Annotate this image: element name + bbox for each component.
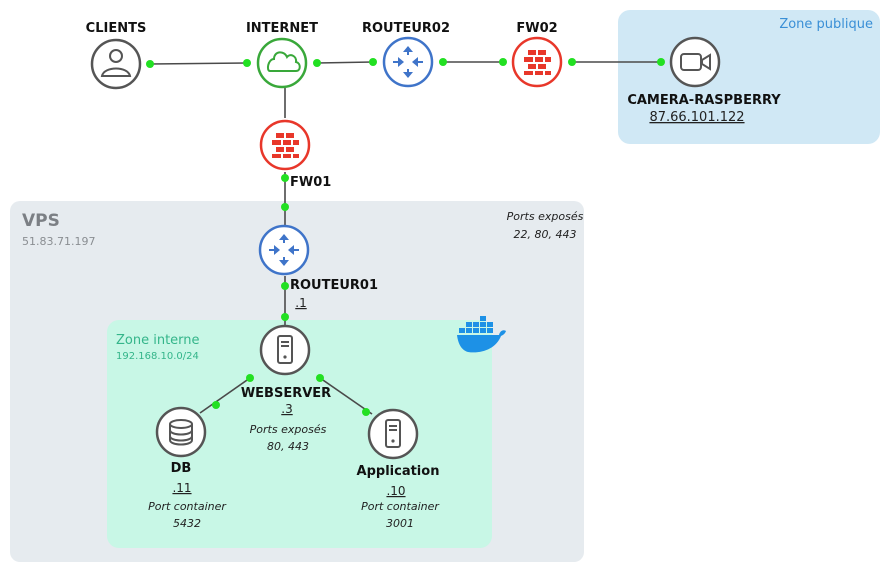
- connector-dots: [146, 58, 665, 416]
- routeur02-node[interactable]: [382, 36, 434, 88]
- application-node[interactable]: [367, 408, 419, 460]
- webserver-node[interactable]: [259, 324, 311, 376]
- zone-publique-label: Zone publique: [779, 17, 873, 32]
- connector-dot: [246, 374, 254, 382]
- fw01-label: FW01: [290, 175, 331, 190]
- server-icon: [277, 335, 293, 364]
- fw02-node[interactable]: [511, 36, 563, 88]
- db-node[interactable]: [155, 406, 207, 458]
- connector-dot: [281, 313, 289, 321]
- zone-interne: [107, 320, 492, 548]
- routeur01-node[interactable]: [258, 224, 310, 276]
- fw02-label: FW02: [516, 21, 557, 36]
- link-webserver-application: [319, 377, 373, 415]
- db-ip: .11: [172, 481, 191, 495]
- connector-dot: [439, 58, 447, 66]
- connector-dot: [212, 401, 220, 409]
- webserver-ip: .3: [281, 402, 292, 416]
- webserver-label: WEBSERVER: [241, 386, 331, 401]
- internet-label: INTERNET: [246, 21, 318, 36]
- link-clients-internet: [149, 62, 248, 65]
- vps-ports-value: 22, 80, 443: [514, 228, 577, 241]
- database-icon: [169, 419, 193, 446]
- db-port-value: 5432: [173, 517, 201, 530]
- connector-dot: [281, 282, 289, 290]
- connector-dot: [316, 374, 324, 382]
- application-label: Application: [357, 464, 440, 479]
- zone-interne-subnet: 192.168.10.0/24: [116, 351, 199, 362]
- link-internet-routeur02: [316, 61, 374, 64]
- webserver-ports-label: Ports exposés: [250, 423, 327, 436]
- internet-node[interactable]: [256, 37, 308, 89]
- cloud-icon: [266, 51, 301, 72]
- camera-label: CAMERA-RASPBERRY: [627, 93, 781, 108]
- connector-dot: [281, 203, 289, 211]
- connector-dot: [362, 408, 370, 416]
- firewall-icon: [272, 133, 299, 158]
- application-port-value: 3001: [386, 517, 414, 530]
- routeur01-label: ROUTEUR01: [290, 278, 378, 293]
- vps-ip: 51.83.71.197: [22, 235, 95, 248]
- server-icon: [385, 419, 401, 448]
- camera-node[interactable]: [669, 36, 721, 88]
- zone-interne-label: Zone interne: [116, 333, 200, 348]
- connector-dot: [243, 59, 251, 67]
- connector-dot: [146, 60, 154, 68]
- db-port-label: Port container: [148, 500, 227, 513]
- connector-dot: [657, 58, 665, 66]
- fw01-node[interactable]: [259, 119, 311, 171]
- clients-label: CLIENTS: [86, 21, 147, 36]
- router-icon: [393, 46, 423, 78]
- user-icon: [100, 49, 132, 77]
- connector-dot: [568, 58, 576, 66]
- application-ip: .10: [386, 484, 405, 498]
- webserver-ports-value: 80, 443: [267, 440, 309, 453]
- vps-ports-label: Ports exposés: [507, 210, 584, 223]
- connector-dot: [313, 59, 321, 67]
- firewall-icon: [524, 50, 551, 75]
- routeur02-label: ROUTEUR02: [362, 21, 450, 36]
- vps-label: VPS: [22, 211, 60, 231]
- db-label: DB: [171, 461, 192, 476]
- application-port-label: Port container: [361, 500, 440, 513]
- video-camera-icon: [680, 53, 711, 71]
- routeur01-ip: .1: [295, 296, 306, 310]
- connector-dot: [369, 58, 377, 66]
- link-webserver-db: [199, 377, 251, 414]
- connector-dot: [499, 58, 507, 66]
- docker-icon: [457, 316, 506, 353]
- camera-ip: 87.66.101.122: [649, 110, 744, 125]
- clients-node[interactable]: [90, 38, 142, 90]
- connector-dot: [281, 174, 289, 182]
- router-icon: [269, 234, 299, 266]
